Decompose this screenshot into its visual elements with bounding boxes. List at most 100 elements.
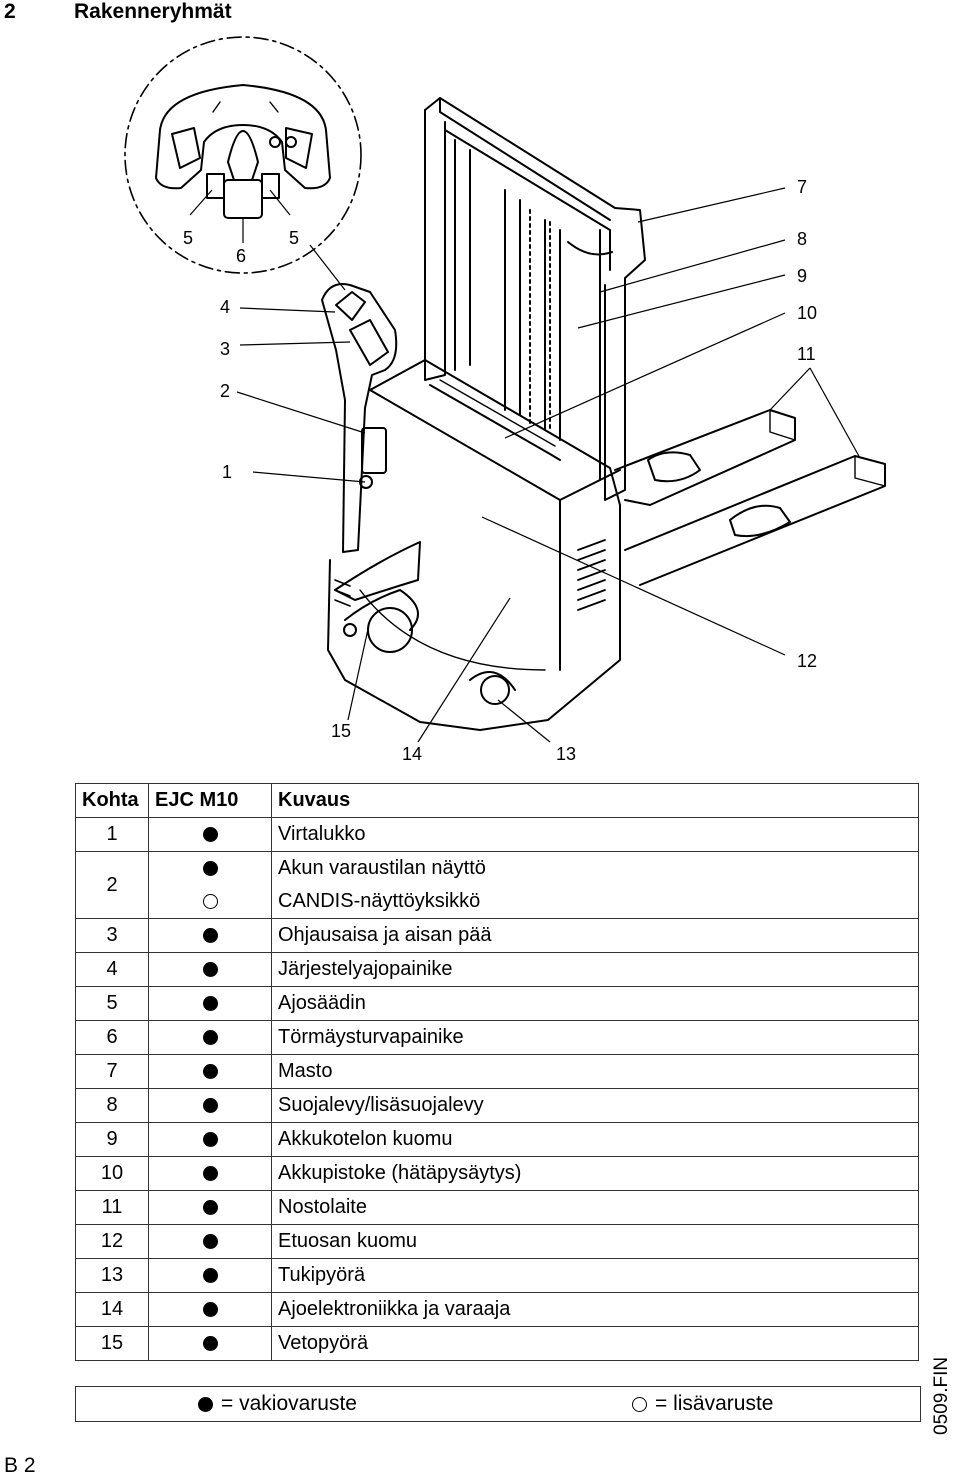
callout-5-left: 5 [183, 228, 193, 248]
table-row: 9 Akkukotelon kuomu [75, 1122, 919, 1157]
row-description: Akun varaustilan näyttö [271, 851, 919, 885]
filled-circle-icon [202, 1336, 218, 1352]
row-marker [148, 952, 272, 987]
table-row: 3 Ohjausaisa ja aisan pää [75, 918, 919, 953]
row-number: 7 [75, 1054, 149, 1089]
table-row: 1 Virtalukko [75, 817, 919, 852]
row-description: Nostolaite [271, 1190, 919, 1225]
filled-circle-icon [202, 1064, 218, 1080]
row-marker [148, 1088, 272, 1123]
row-marker [148, 918, 272, 953]
column-header-item: Kohta [75, 783, 149, 818]
row-description: Törmäysturvapainike [271, 1020, 919, 1055]
row-description: Ajoelektroniikka ja varaaja [271, 1292, 919, 1327]
callout-2: 2 [220, 381, 230, 401]
filled-circle-icon [202, 1132, 218, 1148]
table-row: 10 Akkupistoke (hätäpysäytys) [75, 1156, 919, 1191]
row-number: 15 [75, 1326, 149, 1361]
table-row: 5 Ajosäädin [75, 986, 919, 1021]
row-description: Ajosäädin [271, 986, 919, 1021]
row-number: 5 [75, 986, 149, 1021]
callout-6: 6 [236, 246, 246, 266]
leader-lines [189, 187, 861, 743]
callout-1: 1 [222, 462, 232, 482]
row-number: 1 [75, 817, 149, 852]
row-number: 11 [75, 1190, 149, 1225]
forks [614, 409, 886, 586]
legend-optional: = lisävaruste [632, 1392, 773, 1416]
table-row: 12 Etuosan kuomu [75, 1224, 919, 1259]
filled-circle-icon [202, 1098, 218, 1114]
column-header-description: Kuvaus [271, 783, 919, 818]
filled-circle-icon [202, 1030, 218, 1046]
filled-circle-icon [202, 1268, 218, 1284]
row-number: 14 [75, 1292, 149, 1327]
callout-15: 15 [331, 721, 351, 741]
row-number: 9 [75, 1122, 149, 1157]
row-marker [148, 1326, 272, 1361]
row-description: Vetopyörä [271, 1326, 919, 1361]
column-header-model: EJC M10 [148, 783, 272, 818]
callout-12: 12 [797, 651, 817, 671]
row-description: Akkukotelon kuomu [271, 1122, 919, 1157]
row-marker [148, 885, 272, 919]
table-row: 7 Masto [75, 1054, 919, 1089]
row-description: Järjestelyajopainike [271, 952, 919, 987]
row-description: Masto [271, 1054, 919, 1089]
filled-circle-icon [202, 1302, 218, 1318]
table-header-row: Kohta EJC M10 Kuvaus [75, 783, 919, 818]
filled-circle-icon [202, 928, 218, 944]
row-number: 12 [75, 1224, 149, 1259]
tiller-arm [321, 283, 398, 553]
callout-8: 8 [797, 229, 807, 249]
row-description: Ohjausaisa ja aisan pää [271, 918, 919, 953]
row-number: 13 [75, 1258, 149, 1293]
filled-circle-icon [202, 1234, 218, 1250]
callout-5-right: 5 [289, 228, 299, 248]
legend-standard: = vakiovaruste [198, 1392, 357, 1416]
table-row: 2 Akun varaustilan näyttö [75, 851, 919, 919]
row-description: Virtalukko [271, 817, 919, 852]
section-heading: 2 Rakenneryhmät [4, 0, 232, 24]
row-marker [148, 1054, 272, 1089]
row-marker [148, 1122, 272, 1157]
row-description: Tukipyörä [271, 1258, 919, 1293]
section-number: 2 [4, 0, 16, 23]
page-number: B 2 [4, 1454, 36, 1477]
row-marker [148, 1156, 272, 1191]
row-number: 8 [75, 1088, 149, 1123]
table-row: 15 Vetopyörä [75, 1326, 919, 1361]
chassis-body [327, 359, 621, 731]
filled-circle-icon [202, 1166, 218, 1182]
callout-10: 10 [797, 303, 817, 323]
table-row: CANDIS-näyttöyksikkö [76, 885, 919, 919]
row-number: 10 [75, 1156, 149, 1191]
row-marker [148, 1190, 272, 1225]
table-row: 14 Ajoelektroniikka ja varaaja [75, 1292, 919, 1327]
callout-3: 3 [220, 339, 230, 359]
table-row: 4 Järjestelyajopainike [75, 952, 919, 987]
row-marker [148, 851, 272, 885]
filled-circle-icon [202, 861, 218, 877]
table-row: 8 Suojalevy/lisäsuojalevy [75, 1088, 919, 1123]
callout-7: 7 [797, 177, 807, 197]
row-number: 2 [75, 851, 149, 919]
mast [424, 97, 646, 501]
row-marker [148, 1224, 272, 1259]
table-row: 6 Törmäysturvapainike [75, 1020, 919, 1055]
row-number: 3 [75, 918, 149, 953]
row-description: Suojalevy/lisäsuojalevy [271, 1088, 919, 1123]
row-description: Etuosan kuomu [271, 1224, 919, 1259]
row-marker [148, 1020, 272, 1055]
callout-4: 4 [220, 297, 230, 317]
row-marker [148, 817, 272, 852]
row-marker [148, 1292, 272, 1327]
detail-circle [124, 36, 362, 274]
callout-9: 9 [797, 266, 807, 286]
row-description: CANDIS-näyttöyksikkö [271, 885, 919, 919]
row-number: 6 [75, 1020, 149, 1055]
section-title: Rakenneryhmät [74, 0, 232, 23]
open-circle-icon [202, 894, 218, 910]
row-number: 4 [75, 952, 149, 987]
row-marker [148, 1258, 272, 1293]
